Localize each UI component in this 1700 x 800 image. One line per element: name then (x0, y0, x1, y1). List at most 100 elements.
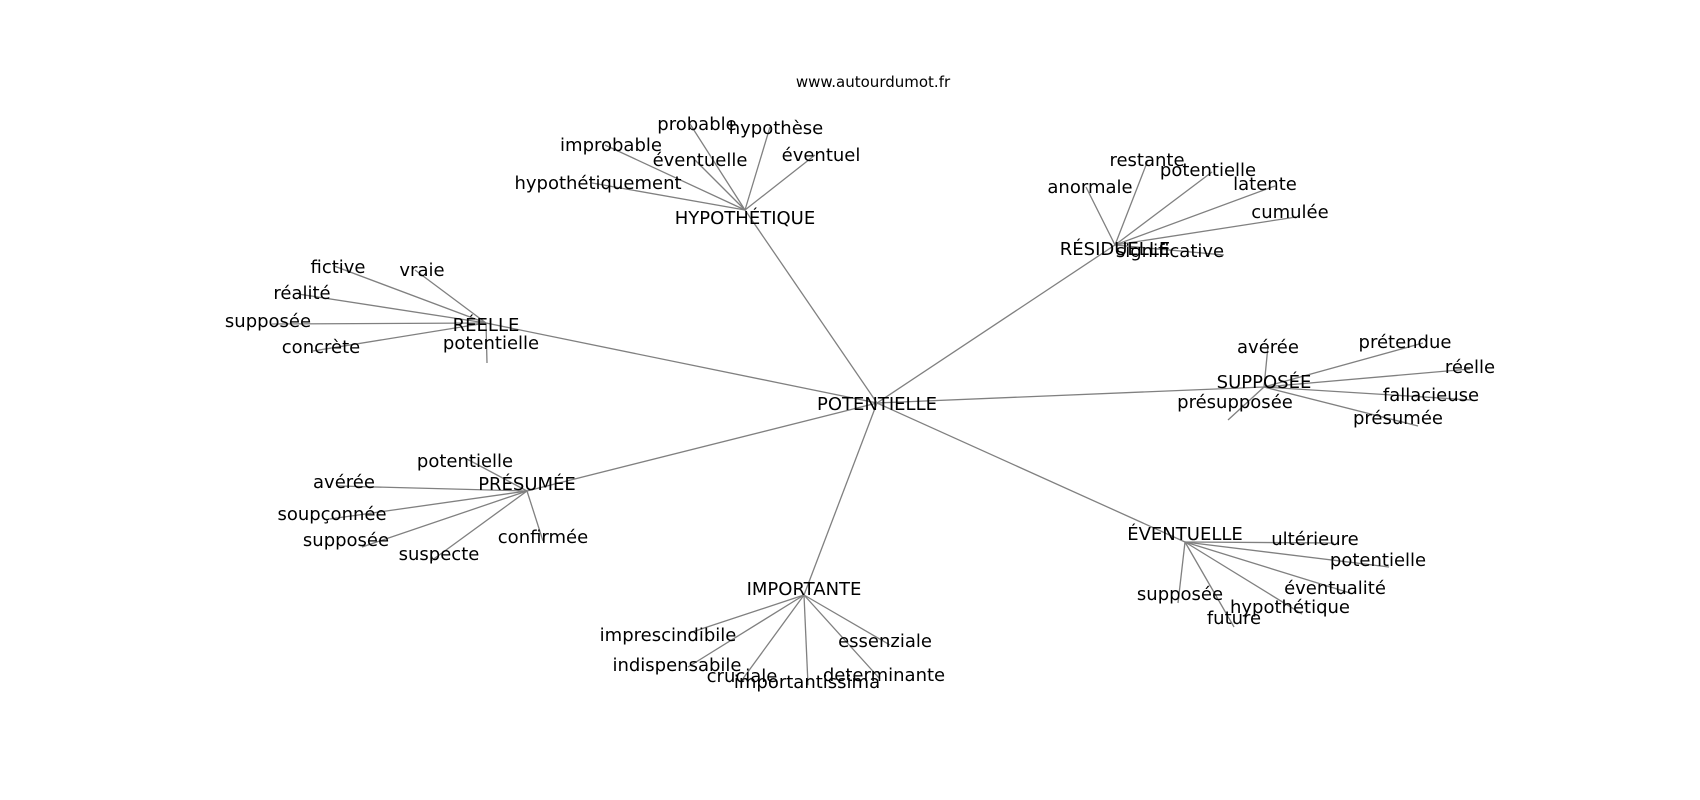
hub-5-leaf-word[interactable]: confirmée (498, 527, 588, 548)
hub-2-leaf-edge (1085, 186, 1116, 246)
hub-4-leaf-edge (1263, 386, 1419, 427)
hub-7-leaf-word[interactable]: importantissima (734, 672, 880, 693)
hub-6-leaf-word[interactable]: ultérieure (1271, 529, 1359, 550)
hub-1-leaf-word[interactable]: éventuel (782, 145, 861, 166)
hub-2-leaf-edge (1114, 171, 1213, 246)
hub-3-leaf-edge (333, 265, 487, 324)
hub-5-leaf-edge (526, 490, 544, 542)
hub-1-leaf-word[interactable]: éventuelle (653, 150, 748, 171)
hub-6-word[interactable]: ÉVENTUELLE (1127, 523, 1243, 545)
hub-5-word[interactable]: PRÉSUMÉE (478, 473, 576, 495)
hub-2-leaf-word[interactable]: potentielle (1160, 160, 1256, 181)
hub-7-leaf-edge (741, 594, 805, 681)
hub-3-leaf-word[interactable]: réalité (273, 283, 330, 304)
hub-4-leaf-word[interactable]: présumée (1353, 408, 1443, 429)
hub-5-leaf-edge (430, 490, 528, 562)
hub-3-leaf-edge (312, 322, 487, 352)
hub-5-leaf-edge (361, 490, 528, 548)
hub-6-leaf-edge (1184, 541, 1335, 544)
hub-5-leaf-edge (337, 485, 528, 492)
hub-5-leaf-edge (329, 490, 528, 520)
hub-1-word[interactable]: HYPOTHÉTIQUE (675, 207, 815, 229)
hub-6-leaf-word[interactable]: potentielle (1330, 550, 1426, 571)
hub-2-leaf-edge (1114, 216, 1297, 246)
hub-3-leaf-word[interactable]: supposée (225, 311, 311, 332)
hub-3-leaf-edge (485, 322, 488, 364)
hub-5-leaf-word[interactable]: avérée (313, 472, 375, 493)
hub-7-leaf-edge (803, 594, 881, 680)
hub-5-leaf-word[interactable]: soupçonnée (277, 504, 386, 525)
hub-1-leaf-word[interactable]: hypothétiquement (514, 173, 681, 194)
hub-4-leaf-edge (1227, 386, 1265, 421)
hub-2-leaf-word[interactable]: restante (1109, 150, 1184, 171)
hub-3-leaf-edge (414, 269, 487, 324)
hub-2-leaf-edge (1114, 185, 1276, 246)
hub-7-edge (803, 402, 878, 596)
hub-1-leaf-word[interactable]: hypothèse (729, 118, 824, 139)
hub-1-leaf-word[interactable]: improbable (560, 135, 662, 156)
hub-7-word[interactable]: IMPORTANTE (747, 579, 862, 600)
hub-5-leaf-word[interactable]: potentielle (417, 451, 513, 472)
hub-1-leaf-edge (689, 123, 746, 211)
hub-2-leaf-word[interactable]: latente (1233, 174, 1297, 195)
hub-6-edge (876, 402, 1186, 543)
hub-1-leaf-edge (694, 159, 746, 211)
hub-4-leaf-edge (1263, 342, 1424, 388)
hub-3-leaf-edge (271, 322, 487, 325)
hub-7-leaf-word[interactable]: indispensabile (612, 655, 741, 676)
hub-2-leaf-word[interactable]: significative (1116, 241, 1224, 262)
hub-3-leaf-word[interactable]: concrète (282, 337, 360, 358)
hub-7-leaf-word[interactable]: imprescindibile (600, 625, 737, 646)
hub-5-leaf-word[interactable]: suspecte (399, 544, 480, 565)
hub-2-word[interactable]: RÉSIDUELLE (1060, 238, 1170, 260)
hub-7-leaf-edge (803, 594, 891, 646)
hub-3-leaf-word[interactable]: vraie (399, 260, 444, 281)
hub-4-edge (876, 386, 1265, 404)
edges (271, 123, 1473, 686)
hub-3-word[interactable]: RÉELLE (453, 314, 520, 336)
hub-3-leaf-word[interactable]: potentielle (443, 333, 539, 354)
hub-2-edge (876, 244, 1116, 404)
hub-2-leaf-edge (1114, 159, 1149, 246)
hub-4-leaf-word[interactable]: réelle (1445, 357, 1495, 378)
hub-7-leaf-edge (688, 594, 805, 634)
hub-6-leaf-word[interactable]: supposée (1137, 584, 1223, 605)
hub-4-leaf-word[interactable]: prétendue (1359, 332, 1452, 353)
root-word[interactable]: POTENTIELLE (817, 394, 937, 415)
hub-5-leaf-edge (464, 457, 528, 492)
hub-6-leaf-edge (1184, 541, 1351, 594)
hub-4-word[interactable]: SUPPOSÉE (1217, 371, 1312, 393)
hub-5-edge (526, 402, 878, 492)
hub-4-leaf-word[interactable]: présupposée (1177, 392, 1293, 413)
hub-6-leaf-word[interactable]: éventualité (1284, 578, 1386, 599)
hub-4-leaf-edge (1263, 386, 1473, 401)
hub-6-leaf-edge (1177, 541, 1186, 604)
hub-2-leaf-edge (1114, 244, 1225, 256)
hub-3-leaf-edge (297, 293, 487, 324)
hub-4-leaf-edge (1263, 368, 1471, 388)
hub-3-edge (485, 322, 878, 404)
hub-6-leaf-word[interactable]: future (1207, 608, 1261, 629)
hub-1-leaf-edge (604, 144, 746, 211)
hub-4-leaf-word[interactable]: fallacieuse (1383, 385, 1479, 406)
hub-7-leaf-word[interactable]: cruciale (707, 666, 778, 687)
hub-1-leaf-word[interactable]: probable (657, 114, 736, 135)
hub-6-leaf-edge (1184, 541, 1390, 568)
hub-7-leaf-word[interactable]: determinante (823, 665, 945, 686)
hub-2-leaf-word[interactable]: cumulée (1251, 202, 1328, 223)
hub-1-leaf-edge (744, 154, 816, 211)
hub-6-leaf-edge (1184, 541, 1303, 615)
hub-7-leaf-word[interactable]: essenziale (838, 631, 932, 652)
site-url[interactable]: www.autourdumot.fr (796, 73, 951, 91)
hub-4-leaf-edge (1263, 345, 1269, 388)
hub-2-leaf-word[interactable]: anormale (1047, 177, 1132, 198)
hub-3-leaf-word[interactable]: fictive (310, 257, 365, 278)
hub-4-leaf-word[interactable]: avérée (1237, 337, 1299, 358)
hub-6-leaf-edge (1184, 541, 1235, 628)
hub-5-leaf-word[interactable]: supposée (303, 530, 389, 551)
hub-7-leaf-edge (803, 594, 809, 686)
hub-6-leaf-word[interactable]: hypothétique (1230, 597, 1350, 618)
hub-1-edge (744, 209, 878, 404)
